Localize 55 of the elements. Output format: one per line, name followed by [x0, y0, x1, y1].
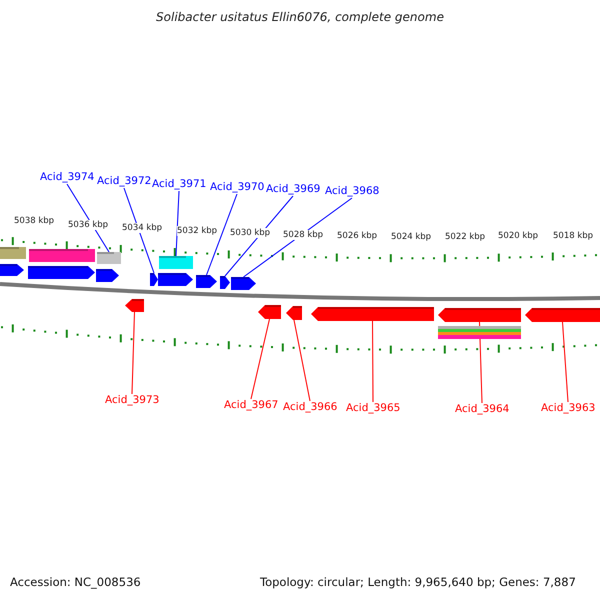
gene-label: Acid_3964: [455, 403, 510, 416]
gene-feature: [258, 305, 281, 319]
gene-label: Acid_3967: [224, 399, 278, 412]
leader-line: [294, 320, 310, 402]
footer-note: Accession: NC_008536: [10, 575, 141, 589]
leader-line: [124, 188, 154, 274]
feature-bar: [438, 332, 521, 335]
gene-label: Acid_3963: [541, 402, 596, 415]
gene-label: Acid_3969: [266, 183, 320, 196]
leader-line: [176, 190, 180, 256]
gene-label: Acid_3970: [210, 181, 264, 194]
gene-feature: [150, 273, 158, 286]
leader-line: [243, 198, 352, 278]
gene-label: Acid_3972: [97, 175, 152, 188]
gene-feature: [220, 276, 230, 289]
gene-feature: [125, 299, 144, 312]
scale-label: 5024 kbp: [391, 232, 432, 242]
gene-label: Acid_3968: [325, 185, 380, 198]
gene-label: Acid_3966: [283, 401, 338, 414]
scale-label: 5020 kbp: [498, 231, 538, 241]
gene-feature: [286, 306, 302, 320]
leader-line: [372, 320, 374, 402]
scale-label: 5036 kbp: [68, 220, 108, 230]
leader-line: [562, 322, 568, 402]
gene-feature: [96, 269, 119, 282]
feature-bar: [438, 326, 521, 329]
feature-bar: [438, 335, 521, 339]
leader-line: [250, 318, 270, 400]
scale-label: 5034 kbp: [122, 223, 162, 233]
feature-bar: [97, 252, 121, 264]
scale-label: 5026 kbp: [337, 231, 378, 241]
scale-label: 5038 kbp: [14, 216, 54, 226]
scale-label: 5030 kbp: [230, 228, 270, 238]
gene-label: Acid_3973: [105, 394, 160, 407]
feature-bar: [29, 249, 95, 262]
feature-bar: [159, 256, 193, 269]
gene-feature: [525, 308, 600, 322]
leader-line: [224, 196, 294, 276]
footer-note: Topology: circular; Length: 9,965,640 bp; Genes: 7,887: [260, 575, 576, 589]
leader-line: [132, 312, 135, 394]
gene-feature: [311, 307, 434, 321]
title: Solibacter usitatus Ellin6076, complete genome: [155, 10, 445, 24]
gene-feature: [438, 308, 521, 322]
scale-label: 5018 kbp: [553, 231, 594, 241]
scale-label: 5022 kbp: [445, 232, 486, 242]
leader-line: [206, 194, 238, 276]
gene-label: Acid_3974: [40, 171, 94, 184]
scale-label: 5028 kbp: [283, 230, 324, 240]
scale-label: 5032 kbp: [177, 226, 218, 236]
gene-feature: [196, 275, 217, 288]
feature-bar: [0, 247, 26, 259]
gene-label: Acid_3965: [346, 402, 400, 415]
feature-bar: [438, 329, 521, 332]
gene-feature: [0, 264, 24, 276]
gene-label: Acid_3971: [152, 178, 206, 191]
